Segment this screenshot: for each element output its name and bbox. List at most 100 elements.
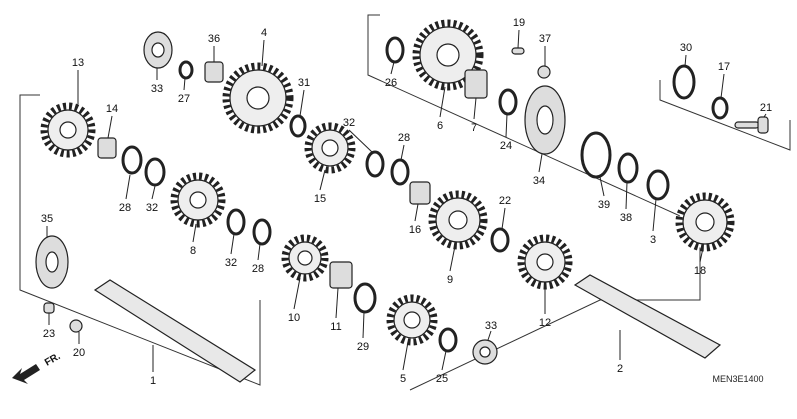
leader-line	[449, 245, 456, 272]
callout-label: 7	[471, 122, 477, 134]
bushing	[511, 47, 525, 55]
bearing	[35, 235, 69, 289]
washer	[580, 131, 612, 179]
callout-label: 32	[146, 202, 158, 214]
callout-label: 21	[760, 102, 772, 114]
diagram-code: MEN3E1400	[712, 374, 763, 384]
leader-line	[505, 113, 508, 138]
callout-label: 14	[106, 103, 118, 115]
leader-line	[625, 181, 628, 210]
callout-label: 2	[617, 363, 623, 375]
callout-label: 19	[513, 17, 525, 29]
gear	[412, 19, 484, 91]
bearing	[524, 85, 566, 155]
callout-label: 18	[694, 265, 706, 277]
leader-line	[400, 144, 405, 161]
callout-label: 15	[314, 193, 326, 205]
washer	[438, 327, 458, 353]
leader-line	[390, 61, 395, 75]
gear	[170, 172, 226, 228]
plate	[537, 65, 551, 79]
washer	[646, 169, 670, 201]
gear-hub	[246, 86, 270, 110]
callout-label: 33	[485, 320, 497, 332]
leader-line	[441, 350, 447, 371]
leader-line	[257, 243, 261, 261]
callout-label: 39	[598, 199, 610, 211]
washer	[144, 157, 166, 187]
leader-line	[107, 115, 113, 139]
leader-line	[517, 29, 520, 49]
gear	[675, 192, 735, 252]
leader-line	[230, 233, 235, 255]
arrow-icon	[12, 364, 40, 384]
leader-line	[335, 287, 339, 319]
gear	[386, 294, 438, 346]
callout-label: 13	[72, 57, 84, 69]
washer	[178, 60, 194, 80]
gear	[222, 62, 294, 134]
gear	[428, 190, 488, 250]
gear-hub	[436, 43, 460, 67]
mainshaft	[93, 279, 257, 383]
washer	[365, 150, 385, 178]
leader-line	[414, 203, 419, 222]
washer	[711, 96, 729, 120]
callout-label: 4	[261, 27, 267, 39]
callout-label: 12	[539, 317, 551, 329]
gear	[517, 234, 573, 290]
leader-line	[501, 207, 506, 230]
group-frame-bolt	[659, 80, 791, 151]
callout-label: 24	[500, 140, 512, 152]
callout-label: 31	[298, 77, 310, 89]
leader-line	[348, 129, 373, 153]
washer	[226, 208, 246, 236]
callout-label: 9	[447, 274, 453, 286]
callout-label: 11	[330, 321, 341, 333]
gear-hub	[321, 139, 339, 157]
gear-hub	[536, 253, 554, 271]
leader-line	[439, 86, 446, 118]
washer	[617, 152, 639, 184]
callout-label: 10	[288, 312, 300, 324]
leader-line	[362, 311, 365, 339]
callout-label: 32	[225, 257, 237, 269]
gear-hub	[189, 191, 207, 209]
leader-line	[699, 247, 704, 263]
bearing-inner	[45, 251, 59, 273]
washer	[121, 145, 143, 175]
callout-label: 20	[73, 347, 85, 359]
bushing	[97, 137, 117, 159]
leader-line	[293, 277, 301, 310]
washer	[252, 218, 272, 246]
bearing-inner	[479, 346, 491, 358]
callout-label: 33	[151, 83, 163, 95]
leader-line	[402, 341, 409, 371]
callout-label: 29	[357, 341, 369, 353]
leader-line	[299, 89, 305, 117]
bushing	[329, 261, 353, 289]
callout-label: 38	[620, 212, 632, 224]
callout-label: 3	[650, 234, 656, 246]
bushing	[409, 181, 431, 205]
front-direction-arrow: FR.	[12, 351, 63, 384]
washer	[498, 88, 518, 116]
leader-line	[684, 54, 687, 67]
washer	[353, 282, 377, 314]
bearing	[143, 31, 173, 69]
parts-group	[35, 19, 769, 365]
callout-label: 30	[680, 42, 692, 54]
bushing	[43, 302, 55, 314]
callout-label: 25	[436, 373, 448, 385]
washer	[672, 64, 696, 100]
leader-line	[151, 185, 156, 200]
gear-hub	[59, 121, 77, 139]
countershaft	[573, 274, 722, 359]
bushing	[204, 61, 224, 83]
bushing	[464, 69, 488, 99]
washer	[385, 36, 405, 64]
leader-line	[487, 330, 492, 341]
leader-line	[652, 198, 657, 232]
